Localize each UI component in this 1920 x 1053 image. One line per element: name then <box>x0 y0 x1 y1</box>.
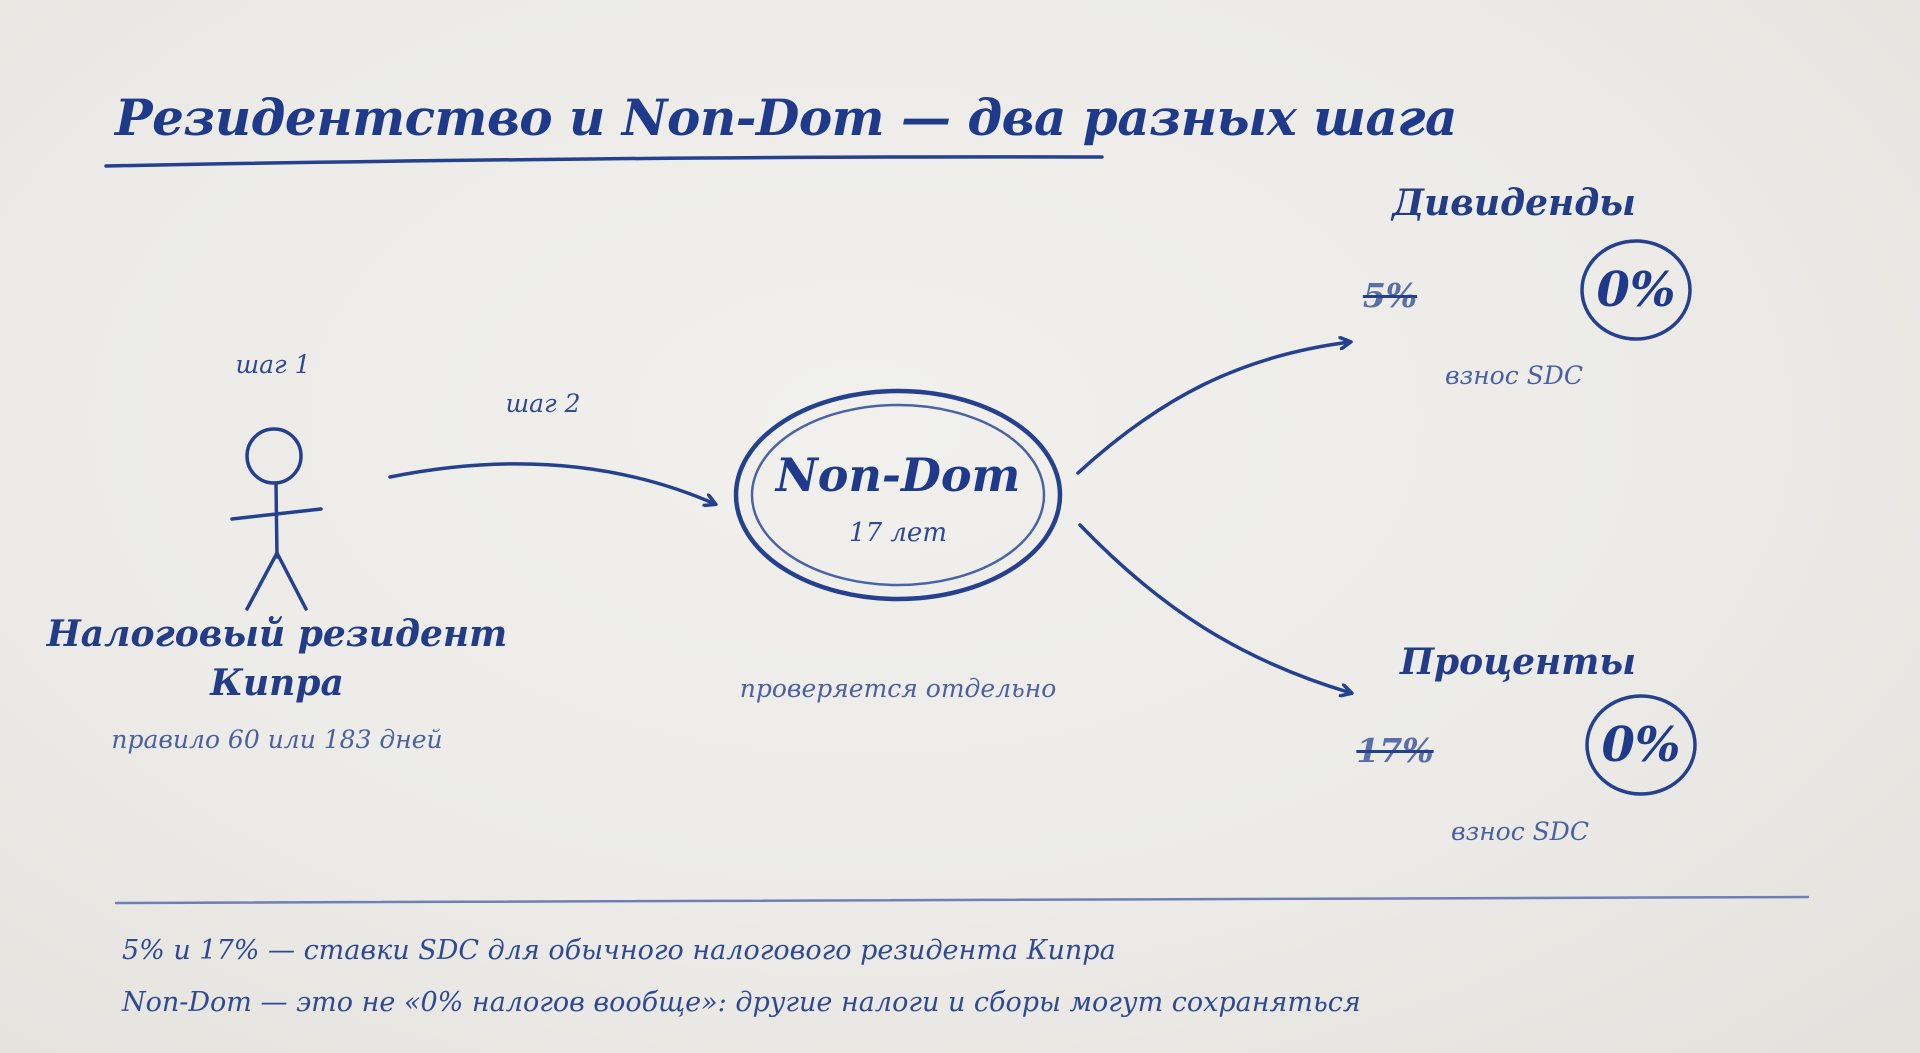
interest-caption: взнос SDC <box>1451 817 1589 846</box>
footnote-sdc-rates: 5% и 17% — ставки SDC для обычного налог… <box>122 935 1116 966</box>
arrow-step2 <box>388 462 715 504</box>
residency-rule: правило 60 или 183 дней <box>111 725 443 754</box>
interest-new-rate: 0% <box>1601 717 1681 773</box>
arrow-interest <box>1078 523 1351 693</box>
zero-circle-interest <box>1585 694 1697 796</box>
page-title: Резидентство и Non-Dom — два разных шага <box>115 88 1457 147</box>
nondom-check-note: проверяется отдельно <box>739 674 1057 703</box>
footnote-nondom-caveat: Non-Dom — это не «0% налогов вообще»: др… <box>122 987 1361 1018</box>
footer-divider <box>114 895 1810 905</box>
nondom-ellipse-outer <box>733 388 1063 602</box>
title-underline <box>104 155 1104 168</box>
zero-circle-dividends <box>1580 239 1692 341</box>
person-label-line2: Кипра <box>210 662 344 704</box>
arrow-dividends <box>1076 342 1350 475</box>
dividends-caption: взнос SDC <box>1445 361 1583 390</box>
person-figure <box>230 427 323 611</box>
dividends-old-rate: 5% <box>1362 276 1418 315</box>
step-1-label: шаг 1 <box>235 350 311 379</box>
nondom-title: Non-Dom <box>775 448 1021 502</box>
dividends-heading: Дивиденды <box>1392 182 1636 224</box>
person-label-line1: Налоговый резидент <box>46 613 508 655</box>
interest-old-rate: 17% <box>1356 731 1434 770</box>
nondom-ellipse-inner <box>750 403 1046 587</box>
interest-heading: Проценты <box>1400 641 1636 683</box>
dividends-new-rate: 0% <box>1596 262 1676 318</box>
step-2-label: шаг 2 <box>505 389 581 418</box>
nondom-duration: 17 лет <box>849 518 947 548</box>
